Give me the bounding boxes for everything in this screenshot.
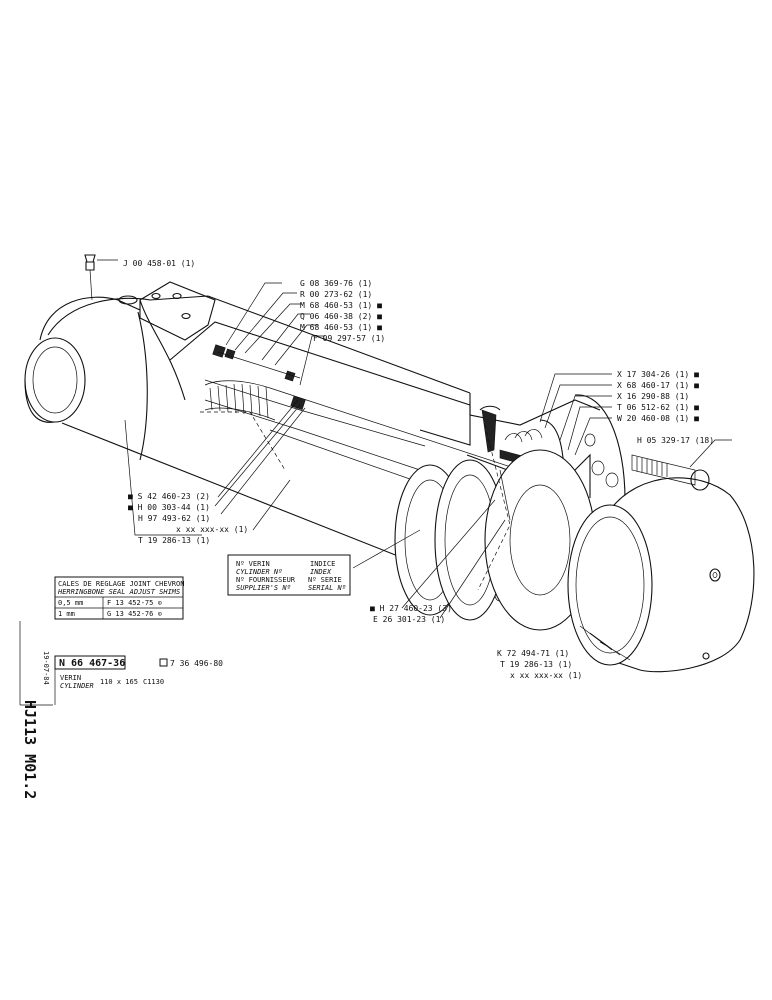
callout-m68b: M 68 460-53 (1) ■ <box>300 323 382 332</box>
callout-h97: H 97 493-62 (1) <box>138 514 210 523</box>
callouts-top: G 08 369-76 (1) R 00 273-62 (1) M 68 460… <box>300 279 385 343</box>
callout-w20: W 20 460-08 (1) ■ <box>617 414 699 423</box>
shims-row2-part: G 13 452-76 ⊙ <box>107 610 162 618</box>
shims-row1-part: F 13 452-75 ⊙ <box>107 599 162 607</box>
index-serial-no: Nº SERIE <box>308 576 342 584</box>
callout-x17: X 17 304-26 (1) ■ <box>617 370 699 379</box>
shims-table: CALES DE REGLAGE JOINT CHEVRON HERRINGBO… <box>54 576 184 620</box>
drawing-date: 19-07-84 <box>42 651 50 685</box>
shims-row2-size: 1 mm <box>58 610 75 618</box>
shims-title-fr: CALES DE REGLAGE JOINT CHEVRON <box>58 580 184 588</box>
callout-t06: T 06 512-62 (1) ■ <box>617 403 699 412</box>
callouts-left: ■ S 42 460-23 (2) ■ H 00 303-44 (1) H 97… <box>128 492 248 545</box>
rod-end-cap <box>567 477 755 673</box>
callout-q06: Q 06 460-38 (2) ■ <box>300 312 382 321</box>
index-cylinder-no: Nº VERIN <box>236 560 270 568</box>
callout-t19a: T 19 286-13 (1) <box>138 536 210 545</box>
callout-s42: ■ S 42 460-23 (2) <box>128 492 210 501</box>
callout-r00: R 00 273-62 (1) <box>300 290 372 299</box>
callout-grease-nipple: J 00 458-01 (1) <box>123 259 195 268</box>
index-supplier-no: Nº FOURNISSEUR <box>236 576 296 584</box>
title-cylinder: CYLINDER <box>60 682 94 690</box>
rear-eye-bearing <box>24 337 86 423</box>
piston-discs <box>394 449 596 631</box>
cylinder-barrel <box>24 254 755 673</box>
chevron-seal-pack <box>204 344 306 421</box>
title-verin: VERIN <box>60 674 81 682</box>
callout-h00: ■ H 00 303-44 (1) <box>128 503 210 512</box>
title-model: C1130 <box>143 678 164 686</box>
callouts-bottom: ■ H 27 460-23 (3) E 26 301-23 (1) K 72 4… <box>370 604 582 680</box>
part-number: N 66 467-36 <box>59 658 125 669</box>
callout-m68a: M 68 460-53 (1) ■ <box>300 301 382 310</box>
callout-h27: ■ H 27 460-23 (3) <box>370 604 452 613</box>
flange-bolt <box>631 454 710 491</box>
leader-lines <box>97 259 732 661</box>
callout-x16: X 16 290-88 (1) <box>617 392 689 401</box>
index-serial-no-en: SERIAL Nº <box>308 584 346 592</box>
callout-g08: G 08 369-76 (1) <box>300 279 372 288</box>
callout-f09: F 09 297-57 (1) <box>313 334 385 343</box>
callout-k72: K 72 494-71 (1) <box>497 649 569 658</box>
callout-t19b: T 19 286-13 (1) <box>500 660 572 669</box>
vertical-reference: HJ113 M01.2 <box>21 700 39 799</box>
callout-h05: H 05 329-17 (18) <box>637 436 714 445</box>
title-dimensions: 110 x 165 <box>100 678 138 686</box>
grease-nipple-icon <box>84 254 96 301</box>
shims-row1-size: 0,5 mm <box>58 599 83 607</box>
callout-x68: X 68 460-17 (1) ■ <box>617 381 699 390</box>
index-box: Nº VERIN CYLINDER Nº INDICE INDEX Nº FOU… <box>227 554 351 596</box>
shims-title-en: HERRINGBONE SEAL ADJUST SHIMS <box>57 588 180 596</box>
callouts-right: X 17 304-26 (1) ■ X 68 460-17 (1) ■ X 16… <box>617 370 714 445</box>
index-indice: INDICE <box>310 560 335 568</box>
index-indice-en: INDEX <box>310 568 332 576</box>
callout-e26: E 26 301-23 (1) <box>373 615 445 624</box>
callout-xxx1: x xx xxx-xx (1) <box>176 525 248 534</box>
index-supplier-no-en: SUPPLIER'S Nº <box>236 584 291 592</box>
alt-number: 7 36 496-80 <box>170 659 223 668</box>
index-cylinder-no-en: CYLINDER Nº <box>236 568 282 576</box>
title-block: HJ113 M01.2 19-07-84 N 66 467-36 7 36 49… <box>19 621 223 799</box>
callout-xxx2: x xx xxx-xx (1) <box>510 671 582 680</box>
